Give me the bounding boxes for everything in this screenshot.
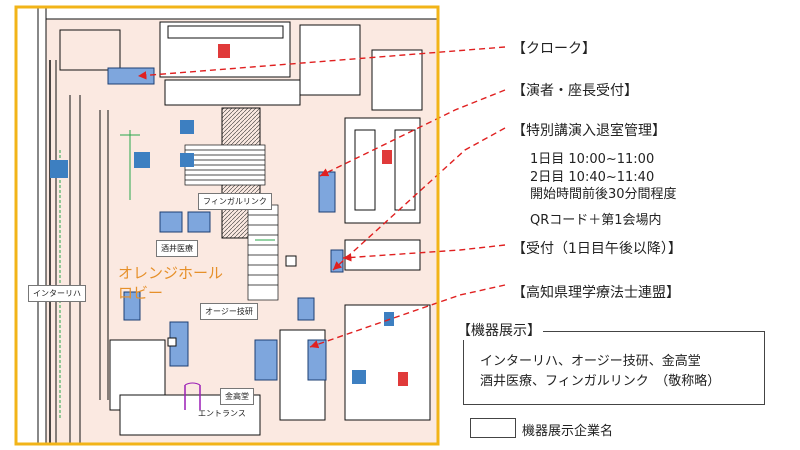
exhibit-line-1: インターリハ、オージー技研、金高堂 <box>480 354 701 369</box>
reception-arrow <box>342 244 506 262</box>
right-restroom-block <box>344 117 421 224</box>
fingal-booth-2 <box>187 211 211 233</box>
map-border <box>14 5 440 446</box>
exhibit-line-2: 酒井医療、フィンガルリンク （敬称略） <box>480 374 721 389</box>
elevator-icon <box>180 153 194 167</box>
special-lecture-day2: 2日目 10:40~11:40 <box>530 170 655 185</box>
cloak-arrow <box>137 46 506 80</box>
special-lecture-note: 開始時間前後30分間程度 <box>530 187 677 202</box>
cloak-booth <box>107 67 155 85</box>
performer-callout: 【演者・座長受付】 <box>512 83 638 99</box>
federation-callout: 【高知県理学療法士連盟】 <box>512 285 680 301</box>
entrance-label: エントランス <box>198 409 246 418</box>
special-lecture-callout: 【特別講演入退室管理】 <box>512 123 666 139</box>
interreha-booth <box>123 291 141 321</box>
reception-booth <box>330 249 344 273</box>
elevator-icon <box>180 120 194 134</box>
legend-swatch <box>470 418 516 438</box>
og-label: オージー技研 <box>200 303 258 320</box>
exhibit-title: 【機器展示】 <box>455 320 543 340</box>
legend-label: 機器展示企業名 <box>522 424 614 439</box>
special-lecture-arrow <box>332 127 506 271</box>
restroom-icon <box>218 44 230 58</box>
top-corridor-block <box>164 79 301 106</box>
kintakado-label: 金高堂 <box>220 388 254 405</box>
federation-arrow <box>309 284 506 349</box>
kintakado-booth-1 <box>254 339 278 381</box>
callout-arrows <box>137 46 506 349</box>
hall-name-line2: ロビー <box>118 284 164 302</box>
stairs <box>184 144 279 301</box>
special-lecture-qr: QRコード＋第1会場内 <box>530 213 662 228</box>
special-lecture-booth <box>318 171 336 213</box>
exhibit-frame <box>463 331 765 405</box>
performer-arrow <box>319 89 506 177</box>
wheelchair-icon <box>134 152 150 168</box>
federation-booth <box>297 297 315 321</box>
hall-name-line1: オレンジホール <box>118 264 224 282</box>
interreha-label: インターリハ <box>28 285 86 302</box>
kintakado-booth-2 <box>307 339 327 381</box>
cloak-callout: 【クローク】 <box>512 41 596 57</box>
left-corridor <box>15 6 47 445</box>
booths <box>107 67 344 381</box>
restroom-icon <box>398 372 408 386</box>
sakai-label: 酒井医療 <box>156 240 198 257</box>
wheelchair-icon <box>50 160 68 178</box>
reception-callout: 【受付（1日目午後以降）】 <box>512 241 682 257</box>
restroom-icon <box>382 150 392 164</box>
fingal-booth-1 <box>159 211 183 233</box>
top-wall <box>45 6 439 20</box>
wheelchair-icon <box>352 370 366 384</box>
fingal-label: フィンガルリンク <box>198 193 272 210</box>
special-lecture-day1: 1日目 10:00~11:00 <box>530 152 655 167</box>
